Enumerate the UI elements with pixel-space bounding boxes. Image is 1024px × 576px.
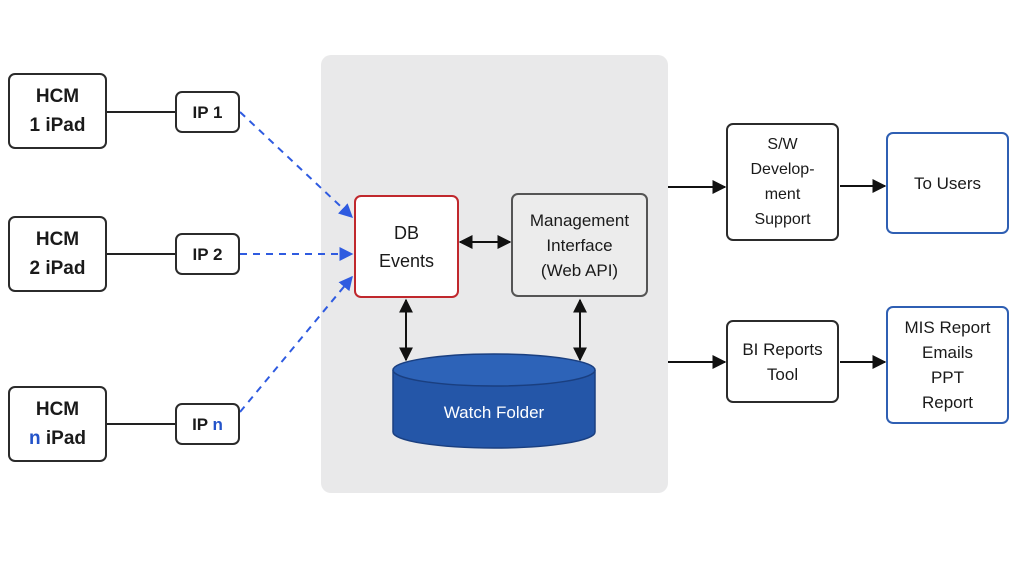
management-interface-box: Management Interface (Web API) <box>511 193 648 297</box>
ip-box-1: IP 1 <box>175 91 240 133</box>
to-users-box: To Users <box>886 132 1009 234</box>
watch-folder-label: Watch Folder <box>443 403 545 422</box>
device-box-n: HCM n iPad <box>8 386 107 462</box>
bi-tool-box: BI Reports Tool <box>726 320 839 403</box>
dashed-link-ip-n-db <box>239 275 353 413</box>
dashed-link-ip-1-db <box>239 111 354 218</box>
device-box-1: HCM 1 iPad <box>8 73 107 149</box>
device-label: HCM <box>35 399 80 420</box>
device-sublabel: n iPad <box>28 428 86 449</box>
device-label: HCM <box>35 229 80 250</box>
device-sublabel: 1 iPad <box>29 115 86 136</box>
mis-report-box: MIS Report Emails PPT Report <box>886 306 1009 424</box>
device-sublabel: 2 iPad <box>29 258 86 279</box>
sw-support-box: S/W Develop- ment Support <box>726 123 839 241</box>
watch-folder-cylinder <box>392 353 596 449</box>
db-events-box: DB Events <box>354 195 459 298</box>
device-label: HCM <box>35 86 80 107</box>
ip-box-2: IP 2 <box>175 233 240 275</box>
ip-box-n: IP n <box>175 403 240 445</box>
device-box-2: HCM 2 iPad <box>8 216 107 292</box>
